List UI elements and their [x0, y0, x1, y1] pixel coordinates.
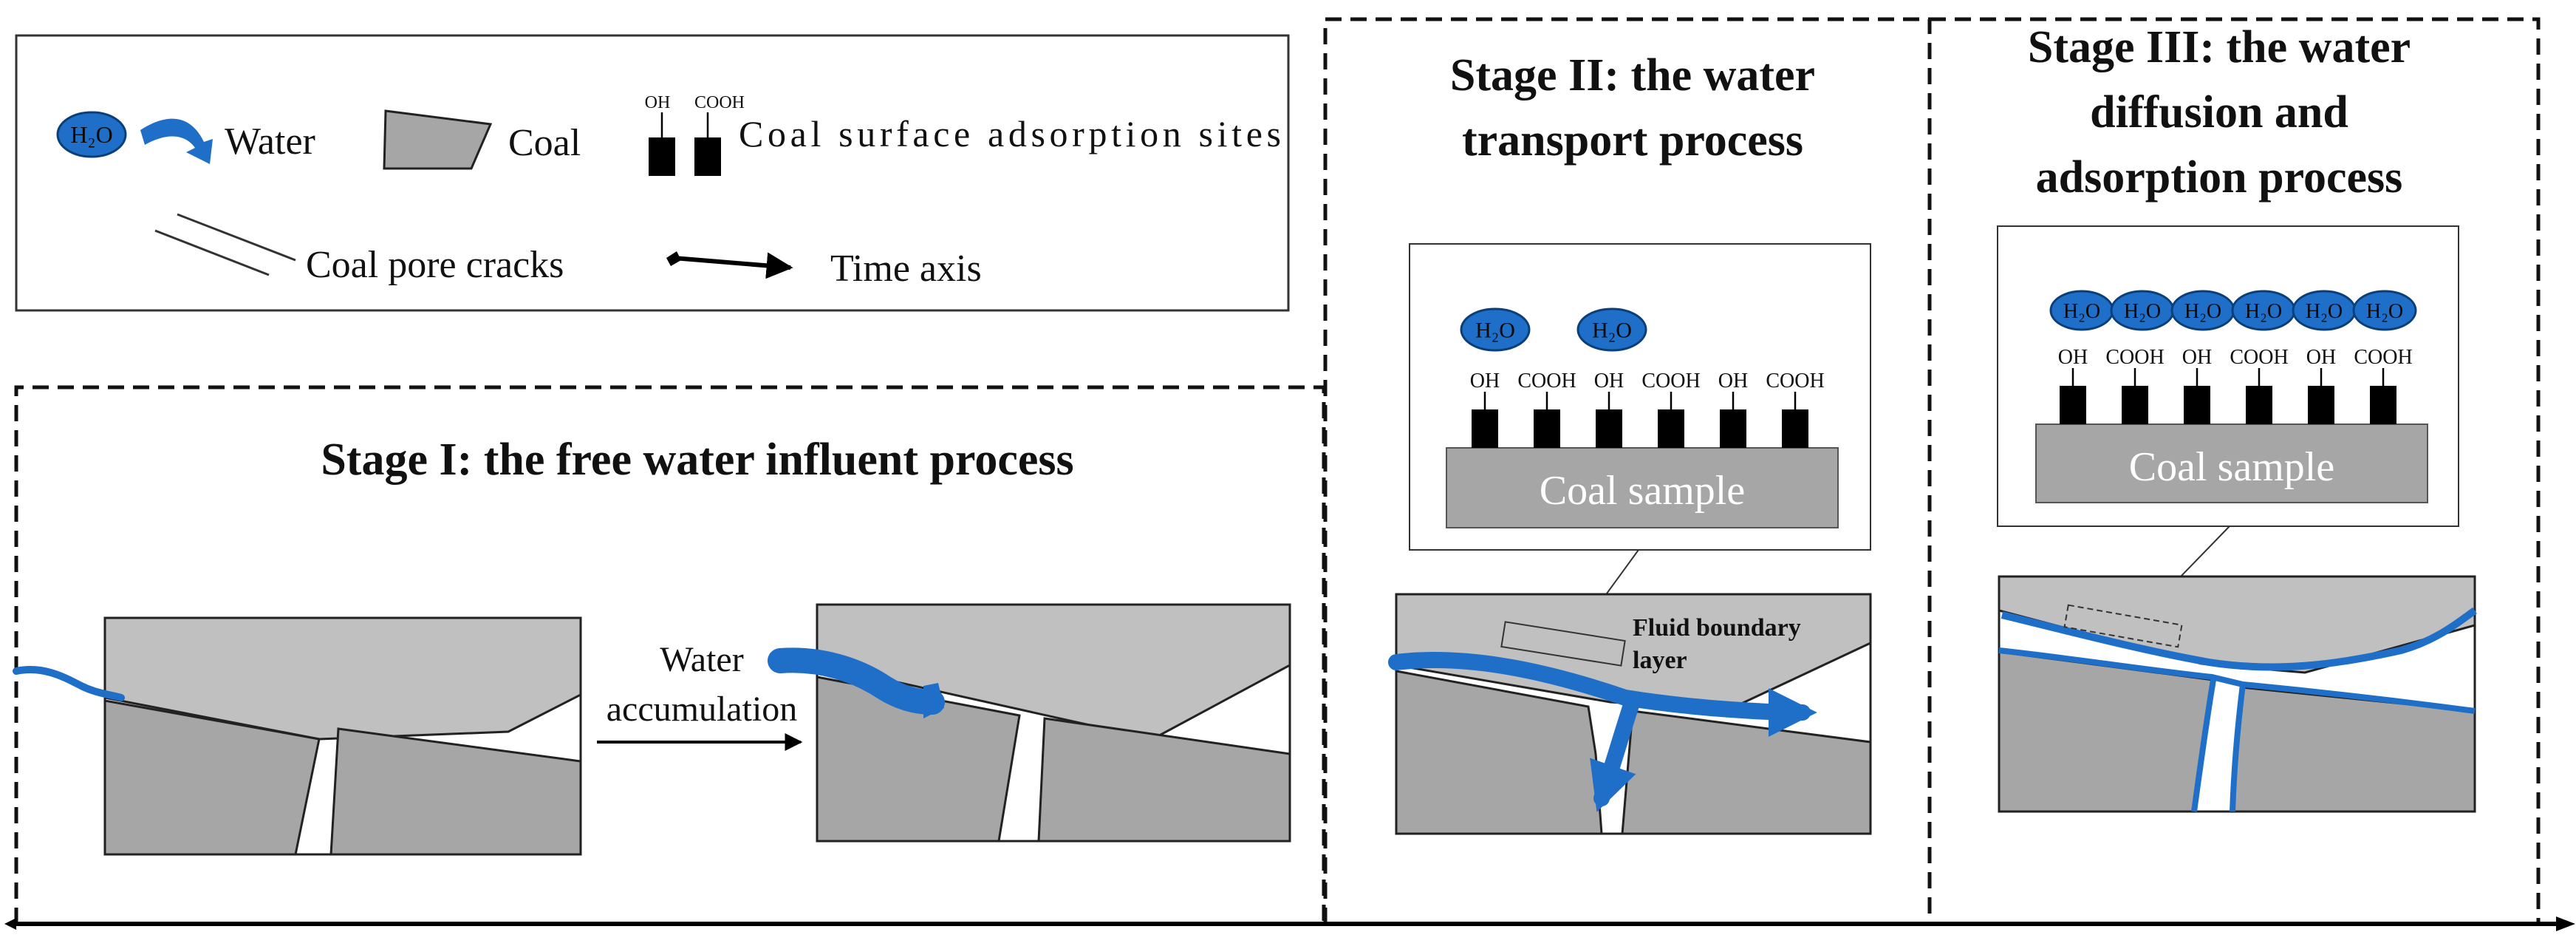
legend-oh-text: OH: [645, 93, 671, 112]
site-label: OH: [1470, 370, 1500, 392]
h2o-molecule: H₂O: [2170, 290, 2235, 331]
h2o-label: H₂O: [1592, 319, 1632, 343]
stage1-arrow-label-line2: accumulation: [607, 690, 798, 729]
adsorption-site: OH: [2182, 346, 2212, 424]
site-label: COOH: [2354, 346, 2412, 369]
legend-cracks-label: Coal pore cracks: [306, 244, 564, 286]
stage2-title-line2: transport process: [1462, 115, 1803, 166]
stage3-coal-block: [1998, 575, 2477, 813]
adsorption-site: COOH: [2230, 346, 2289, 424]
legend-coal-label: Coal: [508, 122, 581, 164]
site-label: COOH: [1766, 370, 1824, 392]
site-label: OH: [2306, 346, 2336, 369]
adsorption-site: COOH: [1517, 370, 1576, 448]
stage3-water-molecules: H₂O H₂O H₂O H₂O H₂O H₂O: [2049, 290, 2417, 331]
adsorption-site: COOH: [2354, 346, 2413, 424]
adsorption-site: OH: [1594, 370, 1624, 448]
adsorption-site: OH: [2306, 346, 2336, 424]
legend-time-label: Time axis: [830, 248, 982, 290]
adsorption-site: COOH: [2105, 346, 2165, 424]
h2o-label: H₂O: [1475, 319, 1515, 343]
site-label: OH: [1718, 370, 1748, 392]
site-label: COOH: [1517, 370, 1576, 392]
stage1-title: Stage I: the free water influent process: [321, 435, 1073, 485]
h2o-label: H₂O: [2245, 300, 2282, 323]
legend-cooh-text: COOH: [694, 93, 745, 112]
h2o-label: H₂O: [2306, 300, 2343, 323]
h2o-molecule: H₂O: [2352, 290, 2417, 331]
legend-water-arrow-icon: [140, 118, 213, 164]
legend-sites-label: Coal surface adsorption sites: [739, 113, 1281, 154]
adsorption-site: COOH: [1766, 370, 1825, 448]
legend-box: H₂O Water Coal OH COOH Coal surface adso…: [15, 34, 1290, 312]
stage2-boundary-label-line2: layer: [1633, 647, 1687, 674]
stage2-frame: [1323, 17, 1932, 924]
h2o-molecule: H₂O: [2049, 290, 2114, 331]
h2o-label: H₂O: [2124, 300, 2161, 323]
stage3-title-line3: adsorption process: [2036, 152, 2403, 203]
stage2-adsorption-sites: OH COOH OH COOH OH COOH: [1470, 370, 1825, 448]
stage3-title-line1: Stage III: the water: [2028, 22, 2411, 72]
stage1-coal-after: [768, 603, 1291, 843]
h2o-molecule: H₂O: [1460, 307, 1531, 352]
stage3-frame: [1930, 17, 2541, 924]
stage3-adsorption-sites: OH COOH OH COOH OH COOH: [2058, 346, 2413, 424]
legend-cracks-icon: [154, 213, 296, 276]
adsorption-site: OH: [2058, 346, 2088, 424]
h2o-molecule: H₂O: [2110, 290, 2175, 331]
stage3-title-line2: diffusion and: [2090, 87, 2348, 137]
stage2-coal-block: Fluid boundary layer: [1388, 593, 1872, 835]
legend-coal-icon: [383, 109, 493, 170]
legend-time-axis-icon: [666, 251, 793, 279]
stage2-water-molecules: H₂O H₂O: [1460, 307, 1647, 352]
stage1-arrow-label-line1: Water: [660, 640, 743, 679]
stage2-title-line1: Stage II: the water: [1450, 50, 1815, 101]
stage1-frame: [14, 385, 1326, 924]
h2o-molecule: H₂O: [1576, 307, 1647, 352]
legend-h2o-icon: H₂O: [56, 111, 127, 158]
legend-h2o-text: H₂O: [70, 121, 112, 148]
site-label: OH: [2058, 346, 2088, 369]
site-label: COOH: [2105, 346, 2164, 369]
h2o-molecule: H₂O: [2292, 290, 2357, 331]
stage1-coal-before: [13, 616, 582, 856]
legend-water-label: Water: [225, 120, 315, 163]
site-label: COOH: [1641, 370, 1700, 392]
h2o-label: H₂O: [2063, 300, 2100, 323]
stage3-coal-sample-label: Coal sample: [2129, 444, 2334, 490]
stage2-coal-sample-label: Coal sample: [1540, 468, 1745, 514]
legend-sites-icon: OH COOH: [645, 93, 745, 176]
stage2-zoom-inset: Coal sample OH COOH OH COOH OH COOH H₂O H₂O: [1409, 243, 1871, 551]
adsorption-site: COOH: [1641, 370, 1701, 448]
site-label: COOH: [2230, 346, 2288, 369]
stage2-boundary-label-line1: Fluid boundary: [1633, 614, 1801, 642]
time-axis: [4, 916, 2575, 931]
adsorption-site: OH: [1470, 370, 1500, 448]
h2o-label: H₂O: [2366, 300, 2403, 323]
h2o-molecule: H₂O: [2231, 290, 2296, 331]
h2o-label: H₂O: [2184, 300, 2221, 323]
adsorption-site: OH: [1718, 370, 1748, 448]
site-label: OH: [2182, 346, 2212, 369]
site-label: OH: [1594, 370, 1624, 392]
